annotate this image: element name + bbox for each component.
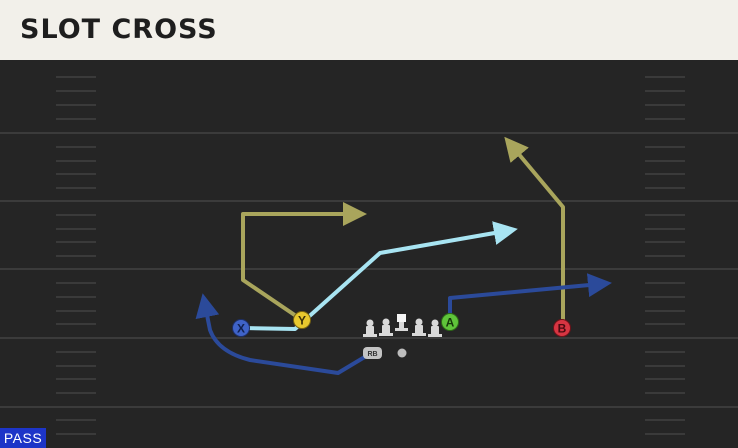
running-back[interactable]: RB: [363, 347, 382, 359]
a-button-icon: [441, 313, 459, 331]
receiver-b-label: B: [558, 322, 567, 336]
route-rb-wheel: [195, 293, 370, 375]
b-button-icon: [553, 319, 571, 337]
route-a-out: [448, 273, 612, 318]
left-guard: [379, 318, 393, 336]
right-guard: [412, 318, 426, 336]
receiver-a[interactable]: A: [441, 313, 459, 331]
hash-marks-left: [56, 76, 96, 435]
route-y-out: [241, 202, 367, 322]
receiver-x[interactable]: X: [232, 319, 250, 337]
play-header: SLOT CROSS: [0, 0, 738, 60]
play-type-badge: PASS: [0, 428, 46, 448]
field-surface: [0, 60, 738, 448]
route-x-cross: [242, 221, 518, 331]
y-button-icon: [293, 311, 311, 329]
receiver-y-label: Y: [298, 314, 306, 328]
receiver-y[interactable]: Y: [293, 311, 311, 329]
receiver-b[interactable]: B: [553, 319, 571, 337]
center: [395, 314, 408, 331]
left-tackle: [363, 319, 377, 337]
offensive-line: [363, 314, 442, 337]
receiver-a-label: A: [446, 316, 455, 330]
quarterback-marker: [397, 348, 407, 358]
yard-lines: [0, 132, 738, 408]
play-title: SLOT CROSS: [20, 14, 218, 45]
play-field: RB X Y A B: [0, 60, 738, 448]
right-tackle: [428, 319, 442, 337]
x-button-icon: [232, 319, 250, 337]
hash-marks-right: [645, 76, 685, 435]
receiver-x-label: X: [237, 322, 245, 336]
rb-label: RB: [367, 351, 377, 358]
